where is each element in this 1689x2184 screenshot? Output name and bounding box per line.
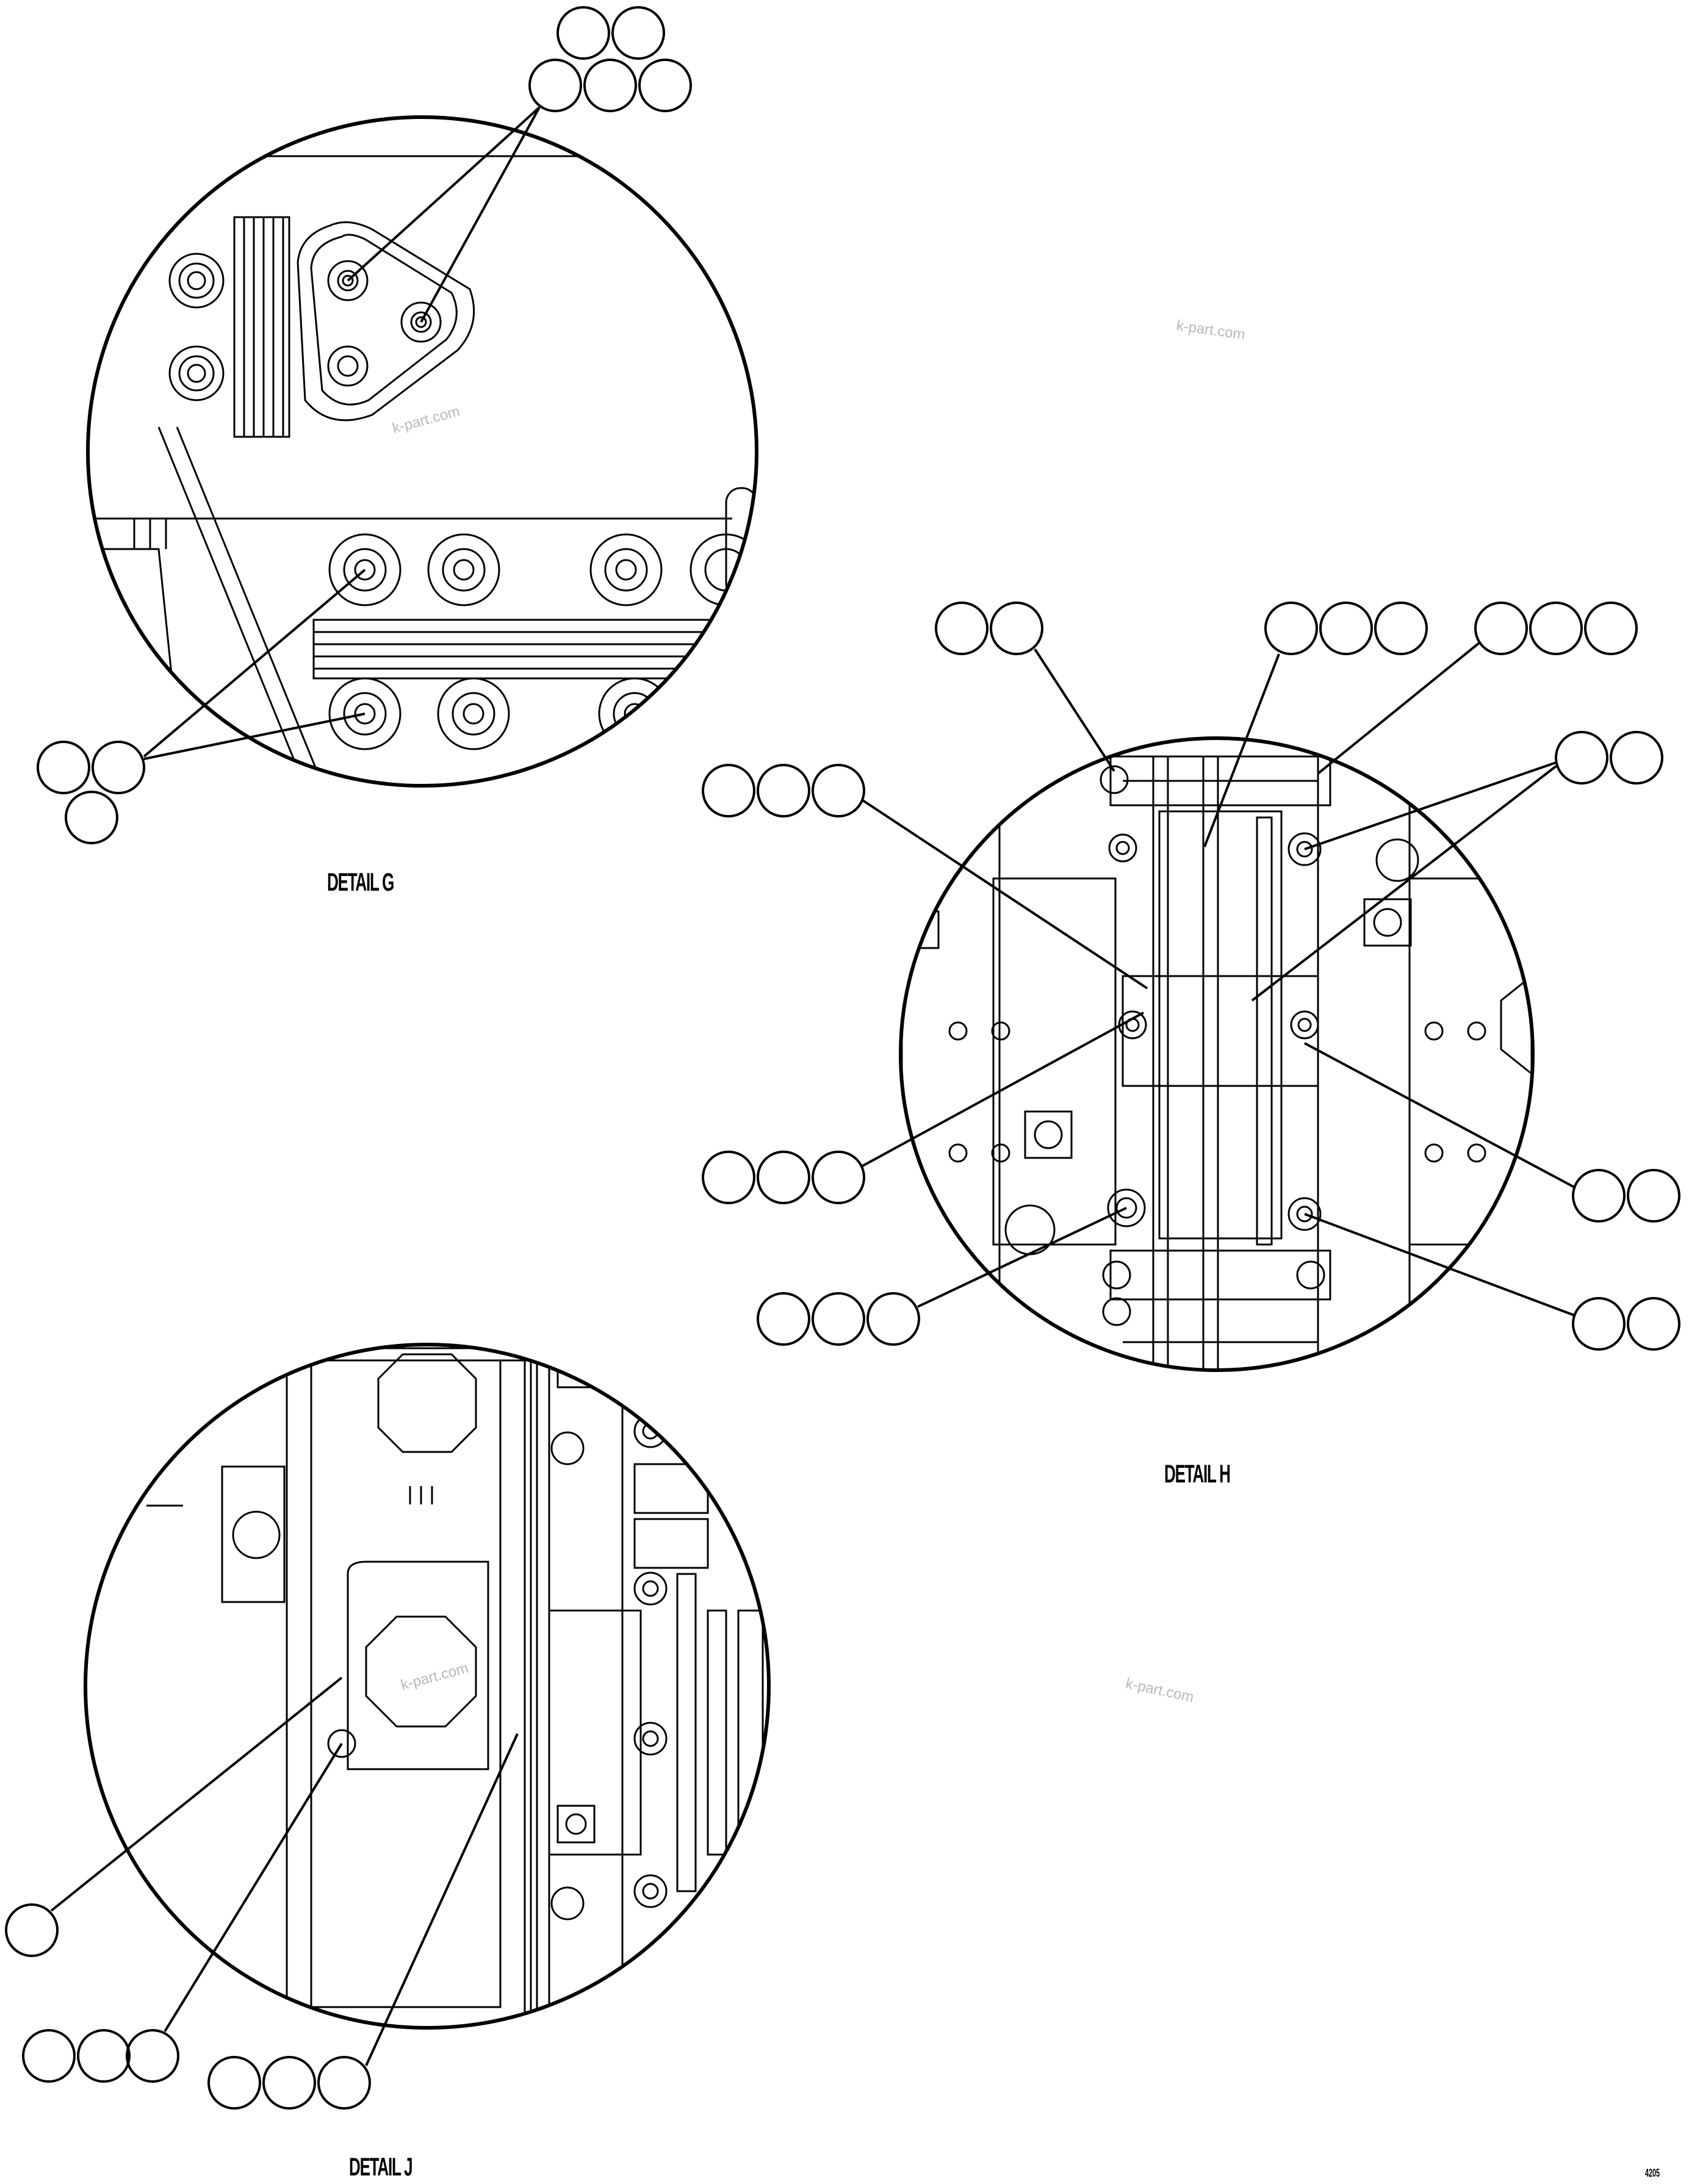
socket-head <box>232 1510 281 1559</box>
detail-j-circle <box>84 1343 771 2030</box>
detail-j-view <box>5 1343 771 2110</box>
bolt <box>327 345 369 387</box>
nut <box>633 1414 668 1448</box>
callout-group-h-1 <box>935 602 1115 772</box>
nut <box>328 533 402 606</box>
callout-group-h-5 <box>702 764 1148 990</box>
nut <box>328 677 402 750</box>
bolt <box>1102 1260 1131 1290</box>
callout-group-j-1 <box>5 1676 343 1957</box>
callout-group-h-9 <box>1304 1213 1680 1351</box>
callout-group-g-top <box>347 6 692 323</box>
nut <box>633 1722 668 1756</box>
callout-group-h-2 <box>1203 602 1428 847</box>
octagon-cutout <box>365 1615 477 1728</box>
connector <box>556 1349 596 1388</box>
bolt <box>400 301 442 343</box>
bolt <box>1108 833 1137 863</box>
center-housing <box>1158 810 1283 1240</box>
nut <box>168 345 225 401</box>
detail-h-circle <box>899 736 1535 1372</box>
bolt <box>327 260 369 301</box>
callout-group-h-4 <box>1251 731 1663 1002</box>
callout-group-j-2 <box>22 1742 343 2083</box>
bolt <box>1290 1010 1319 1040</box>
nut <box>168 253 225 309</box>
bolt <box>1102 1297 1131 1326</box>
page-code: 4205 <box>1645 2167 1660 2179</box>
octagon-cutout <box>377 1353 477 1453</box>
nut <box>427 533 500 606</box>
callout-group-g-left <box>37 569 366 844</box>
nut <box>633 1874 668 1908</box>
bolt <box>1296 1260 1325 1290</box>
detail-j-caption: DETAIL J <box>349 2152 413 2181</box>
bolt <box>1287 1197 1322 1231</box>
detail-g-circle <box>86 115 758 788</box>
nut <box>437 677 510 750</box>
callout-group-h-3 <box>1317 602 1638 775</box>
ribbed-bar <box>312 619 757 680</box>
detail-h-view <box>702 602 1680 1372</box>
bolt <box>1287 832 1322 866</box>
callout-group-h-8 <box>1304 1042 1680 1223</box>
connector <box>1363 898 1412 947</box>
ribbed-block <box>233 216 290 438</box>
callout-group-h-7 <box>757 1207 1127 1346</box>
nut <box>589 533 663 606</box>
triangle-plate <box>310 234 458 406</box>
connector <box>556 1805 596 1844</box>
nut <box>633 1572 668 1606</box>
bolt <box>1100 765 1129 794</box>
bolt <box>1107 1188 1146 1227</box>
connector <box>1024 1110 1073 1159</box>
callout-group-h-6 <box>702 1011 1144 1204</box>
callout-group-j-3 <box>207 1733 519 2110</box>
detail-g-caption: DETAIL G <box>327 867 394 896</box>
detail-h-caption: DETAIL H <box>1164 1459 1231 1488</box>
sensor-plate <box>548 1609 642 1856</box>
